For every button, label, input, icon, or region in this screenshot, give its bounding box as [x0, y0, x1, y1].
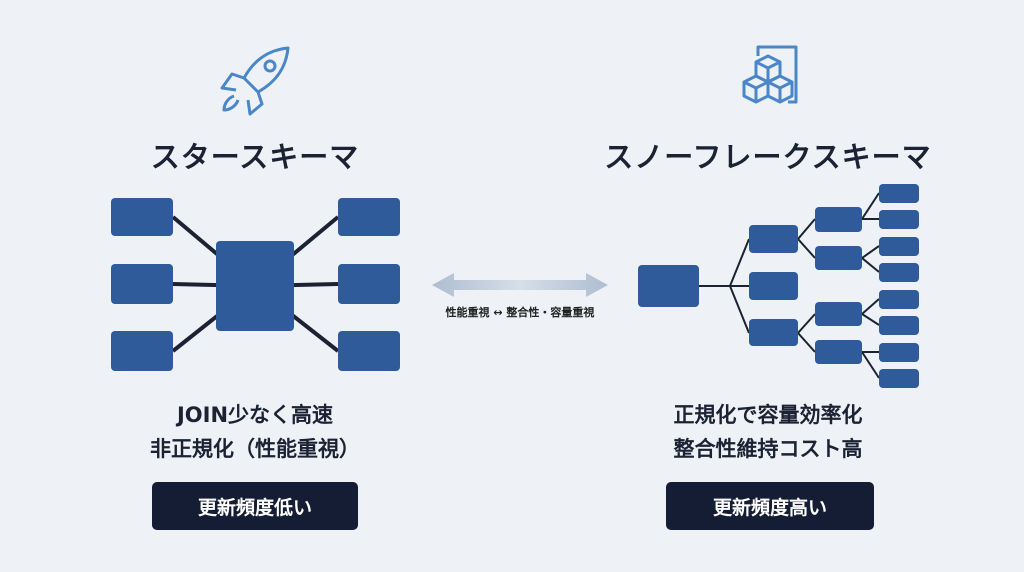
leaf-table: [879, 290, 919, 309]
dimension-table: [749, 225, 798, 253]
dimension-table: [749, 319, 798, 346]
star-schema-title: スタースキーマ: [150, 140, 360, 174]
leaf-table: [879, 343, 919, 362]
snowflake-schema-title: スノーフレークスキーマ: [604, 140, 932, 174]
snowflake-desc-line1: 正規化で容量効率化: [673, 403, 863, 427]
double-arrow-icon: [432, 273, 608, 297]
star-description: JOIN少なく高速 非正規化（性能重視）: [45, 398, 465, 466]
snowflake-description: 正規化で容量効率化 整合性維持コスト高: [558, 398, 978, 466]
dimension-table: [111, 331, 173, 371]
dimension-table: [111, 198, 173, 236]
dimension-table: [749, 272, 798, 300]
tradeoff-label: 性能重視 ↔ 整合性・容量重視: [445, 306, 595, 319]
fact-table: [638, 265, 699, 307]
sub-dimension-table: [815, 246, 862, 270]
dimension-table: [111, 264, 173, 304]
sub-dimension-table: [815, 340, 862, 364]
leaf-table: [879, 237, 919, 256]
leaf-table: [879, 369, 919, 388]
fact-table: [216, 241, 294, 331]
dimension-table: [338, 198, 400, 236]
sub-dimension-table: [815, 302, 862, 326]
star-update-badge: 更新頻度低い: [152, 482, 358, 530]
sub-dimension-table: [815, 207, 862, 232]
dimension-table: [338, 331, 400, 371]
leaf-table: [879, 316, 919, 335]
leaf-table: [879, 184, 919, 203]
cubes-icon: [742, 45, 798, 104]
leaf-table: [879, 263, 919, 282]
leaf-table: [879, 210, 919, 229]
snowflake-desc-line2: 整合性維持コスト高: [673, 437, 863, 461]
star-desc-line2: 非正規化（性能重視）: [150, 437, 360, 461]
snowflake-update-badge: 更新頻度高い: [666, 482, 874, 530]
dimension-table: [338, 264, 400, 304]
rocket-icon: [220, 46, 290, 116]
star-desc-line1: JOIN少なく高速: [176, 403, 334, 427]
